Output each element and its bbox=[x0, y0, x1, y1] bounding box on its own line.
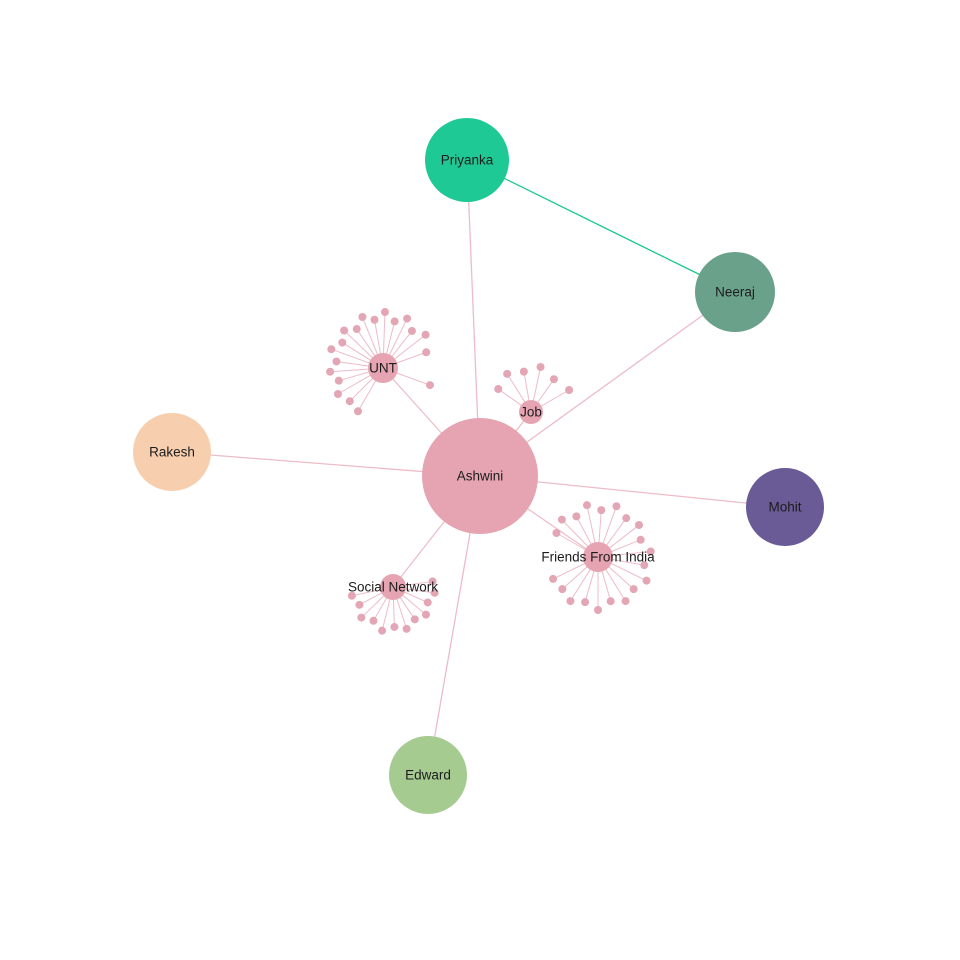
node-priyanka[interactable] bbox=[425, 118, 509, 202]
satellite-node-ffi[interactable] bbox=[634, 520, 643, 529]
satellite-node-social[interactable] bbox=[369, 616, 378, 625]
satellite-node-unt[interactable] bbox=[327, 345, 336, 354]
satellite-node-unt[interactable] bbox=[354, 407, 362, 416]
satellite-node-unt[interactable] bbox=[421, 330, 430, 339]
satellite-node-ffi[interactable] bbox=[581, 598, 590, 607]
satellite-node-unt[interactable] bbox=[334, 376, 343, 385]
satellite-node-ffi[interactable] bbox=[566, 597, 575, 606]
satellite-node-ffi[interactable] bbox=[552, 529, 561, 537]
node-job[interactable] bbox=[519, 400, 543, 424]
satellite-node-job[interactable] bbox=[565, 386, 574, 394]
satellite-node-unt[interactable] bbox=[425, 381, 434, 390]
satellite-node-job[interactable] bbox=[536, 363, 545, 372]
node-edward[interactable] bbox=[389, 736, 467, 814]
edge-priyanka-neeraj bbox=[466, 159, 736, 293]
satellite-node-social[interactable] bbox=[430, 588, 439, 597]
satellite-node-unt[interactable] bbox=[352, 325, 361, 334]
satellite-node-unt[interactable] bbox=[333, 390, 342, 398]
satellite-node-ffi[interactable] bbox=[582, 501, 591, 510]
satellite-node-ffi[interactable] bbox=[558, 585, 567, 594]
satellite-node-job[interactable] bbox=[519, 367, 528, 376]
satellite-node-social[interactable] bbox=[378, 626, 387, 635]
satellite-node-job[interactable] bbox=[494, 385, 503, 394]
nodes-layer bbox=[133, 118, 824, 814]
satellite-node-ffi[interactable] bbox=[646, 547, 655, 556]
satellite-node-unt[interactable] bbox=[407, 326, 416, 335]
satellite-node-ffi[interactable] bbox=[572, 512, 581, 521]
satellite-node-unt[interactable] bbox=[345, 397, 354, 406]
satellite-node-ffi[interactable] bbox=[597, 506, 606, 515]
node-ffi[interactable] bbox=[583, 542, 613, 572]
node-rakesh[interactable] bbox=[133, 413, 211, 491]
node-mohit[interactable] bbox=[746, 468, 824, 546]
satellite-node-unt[interactable] bbox=[332, 357, 341, 366]
satellite-node-unt[interactable] bbox=[338, 338, 347, 347]
satellite-node-unt[interactable] bbox=[326, 367, 335, 376]
satellite-node-ffi[interactable] bbox=[621, 597, 630, 606]
satellite-node-job[interactable] bbox=[503, 369, 512, 378]
satellite-node-ffi[interactable] bbox=[612, 502, 621, 511]
satellite-node-social[interactable] bbox=[428, 577, 437, 586]
satellite-node-social[interactable] bbox=[357, 613, 366, 622]
satellite-node-ffi[interactable] bbox=[629, 585, 638, 594]
satellite-node-ffi[interactable] bbox=[549, 574, 558, 583]
satellite-node-ffi[interactable] bbox=[642, 576, 651, 585]
node-ashwini[interactable] bbox=[422, 418, 538, 534]
satellite-node-ffi[interactable] bbox=[557, 515, 566, 524]
satellite-node-ffi[interactable] bbox=[622, 514, 631, 523]
satellite-node-unt[interactable] bbox=[340, 326, 349, 335]
satellite-node-unt[interactable] bbox=[390, 317, 399, 326]
satellite-node-unt[interactable] bbox=[358, 313, 367, 322]
node-unt[interactable] bbox=[368, 353, 398, 383]
satellite-node-social[interactable] bbox=[410, 615, 419, 624]
satellite-node-unt[interactable] bbox=[370, 315, 379, 324]
node-social[interactable] bbox=[380, 574, 406, 600]
node-neeraj[interactable] bbox=[695, 252, 775, 332]
satellite-node-ffi[interactable] bbox=[640, 561, 649, 570]
satellite-node-social[interactable] bbox=[402, 624, 411, 633]
satellite-node-unt[interactable] bbox=[422, 348, 431, 357]
satellite-node-social[interactable] bbox=[421, 610, 430, 619]
satellite-node-ffi[interactable] bbox=[594, 606, 602, 614]
satellite-node-social[interactable] bbox=[355, 600, 364, 609]
satellite-node-job[interactable] bbox=[549, 375, 558, 384]
satellite-node-unt[interactable] bbox=[403, 314, 412, 323]
satellite-node-social[interactable] bbox=[423, 598, 432, 607]
satellite-node-ffi[interactable] bbox=[606, 597, 615, 606]
satellite-node-social[interactable] bbox=[390, 622, 399, 631]
satellite-node-ffi[interactable] bbox=[636, 535, 645, 544]
satellite-node-unt[interactable] bbox=[380, 308, 389, 317]
satellite-node-social[interactable] bbox=[347, 591, 356, 600]
